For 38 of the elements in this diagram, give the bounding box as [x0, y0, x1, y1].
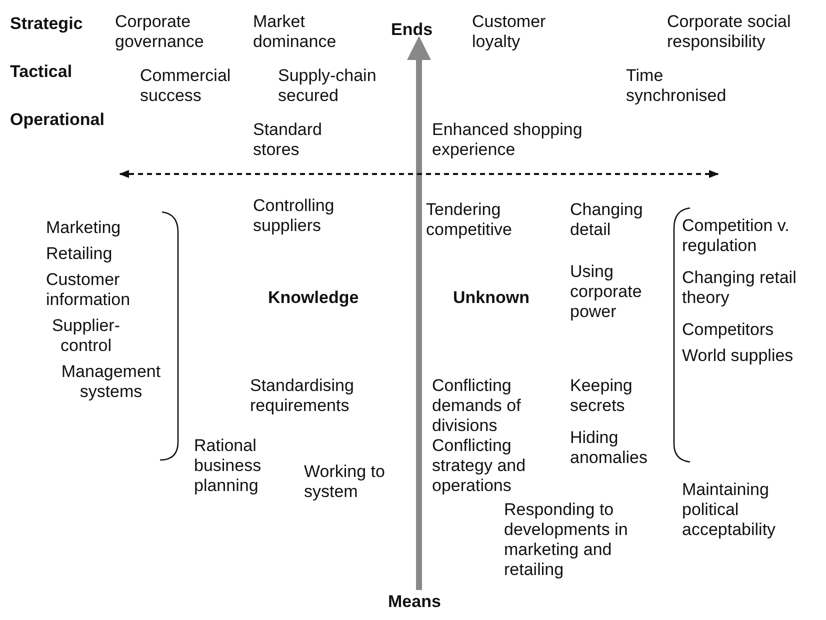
concept-text: Supply-chain secured	[278, 66, 378, 106]
level-label: Operational	[10, 110, 104, 130]
concept-text: Working to system	[304, 462, 386, 502]
level-label: Tactical	[10, 62, 72, 82]
concept-text: World supplies	[682, 346, 794, 366]
concept-text: Competition v. regulation	[682, 216, 790, 256]
concept-text: Controlling suppliers	[253, 196, 336, 236]
concept-text: Marketing	[46, 218, 121, 238]
concept-text: Changing retail theory	[682, 268, 798, 308]
concept-text: Keeping secrets	[570, 376, 634, 416]
concept-text: Competitors	[682, 320, 774, 340]
level-label: Strategic	[10, 14, 83, 34]
concept-text: Conflicting strategy and operations	[432, 436, 527, 496]
concept-text: Commercial success	[140, 66, 232, 106]
concept-text: Customer information	[46, 270, 132, 310]
category-heading: Unknown	[453, 288, 530, 308]
concept-text: Time synchronised	[626, 66, 728, 106]
axis-label: Means	[388, 592, 441, 612]
axis-label: Ends	[391, 20, 433, 40]
concept-text: Responding to developments in marketing and retailing	[504, 500, 629, 580]
concept-text: Supplier-control	[50, 316, 122, 356]
concept-text: Maintaining political acceptability	[682, 480, 777, 540]
concept-text: Corporate governance	[115, 12, 205, 52]
concept-text: Tendering competitive	[426, 200, 513, 240]
concept-text: Standard stores	[253, 120, 323, 160]
concept-text: Using corporate power	[570, 262, 643, 322]
concept-text: Enhanced shopping experience	[432, 120, 584, 160]
concept-text: Conflicting demands of divisions	[432, 376, 522, 436]
concept-text: Changing detail	[570, 200, 644, 240]
concept-text: Corporate social responsibility	[667, 12, 792, 52]
category-heading: Knowledge	[268, 288, 359, 308]
concept-text: Retailing	[46, 244, 112, 264]
concept-text: Standardising requirements	[250, 376, 355, 416]
concept-text: Rational business planning	[194, 436, 262, 496]
concept-text: Management systems	[60, 362, 162, 402]
concept-text: Hiding anomalies	[570, 428, 648, 468]
concept-text: Market dominance	[253, 12, 338, 52]
concept-text: Customer loyalty	[472, 12, 547, 52]
